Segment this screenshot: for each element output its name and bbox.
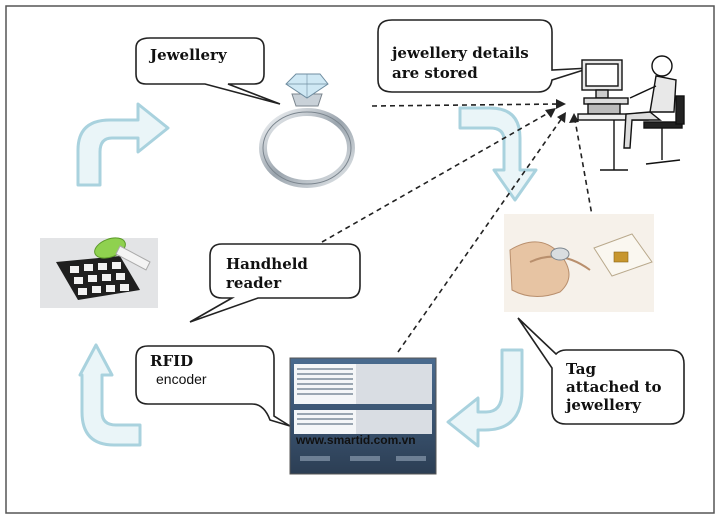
computer-user-image xyxy=(577,55,685,171)
tag-attached-line3: jewellery xyxy=(564,396,642,414)
data-flow-arrowheads xyxy=(545,99,579,123)
tag-attached-bubble: Tag attached to jewellery xyxy=(517,317,685,425)
handheld-reader-line2: reader xyxy=(226,274,282,292)
handheld-reader-line1: Handheld xyxy=(226,255,308,273)
encoder-software-screenshot xyxy=(289,357,437,475)
handheld-reader-photo xyxy=(40,237,158,308)
rfid-encoder-line2: encoder xyxy=(156,371,207,387)
details-stored-line2: are stored xyxy=(392,64,478,82)
cycle-arrow-bottom-right xyxy=(446,348,524,448)
jewellery-label: Jewellery xyxy=(148,46,228,64)
rfid-encoder-line1: RFID xyxy=(150,352,193,370)
rfid-encoder-bubble: RFID encoder xyxy=(135,345,291,427)
diamond-ring-image xyxy=(259,73,355,188)
details-stored-line1: jewellery details xyxy=(390,44,529,62)
tag-attached-line1: Tag xyxy=(566,360,596,378)
cycle-arrow-top-right xyxy=(458,106,538,202)
watermark-url: www.smartid.com.vn xyxy=(295,433,416,447)
cycle-arrow-top-left xyxy=(76,102,170,187)
handheld-reader-bubble: Handheld reader xyxy=(189,243,361,323)
cycle-arrow-bottom-left xyxy=(78,343,142,447)
tag-attachment-photo xyxy=(504,214,654,312)
details-stored-bubble: jewellery details are stored xyxy=(377,19,591,93)
jewellery-bubble: Jewellery xyxy=(135,37,281,105)
tag-attached-line2: attached to xyxy=(566,378,662,396)
